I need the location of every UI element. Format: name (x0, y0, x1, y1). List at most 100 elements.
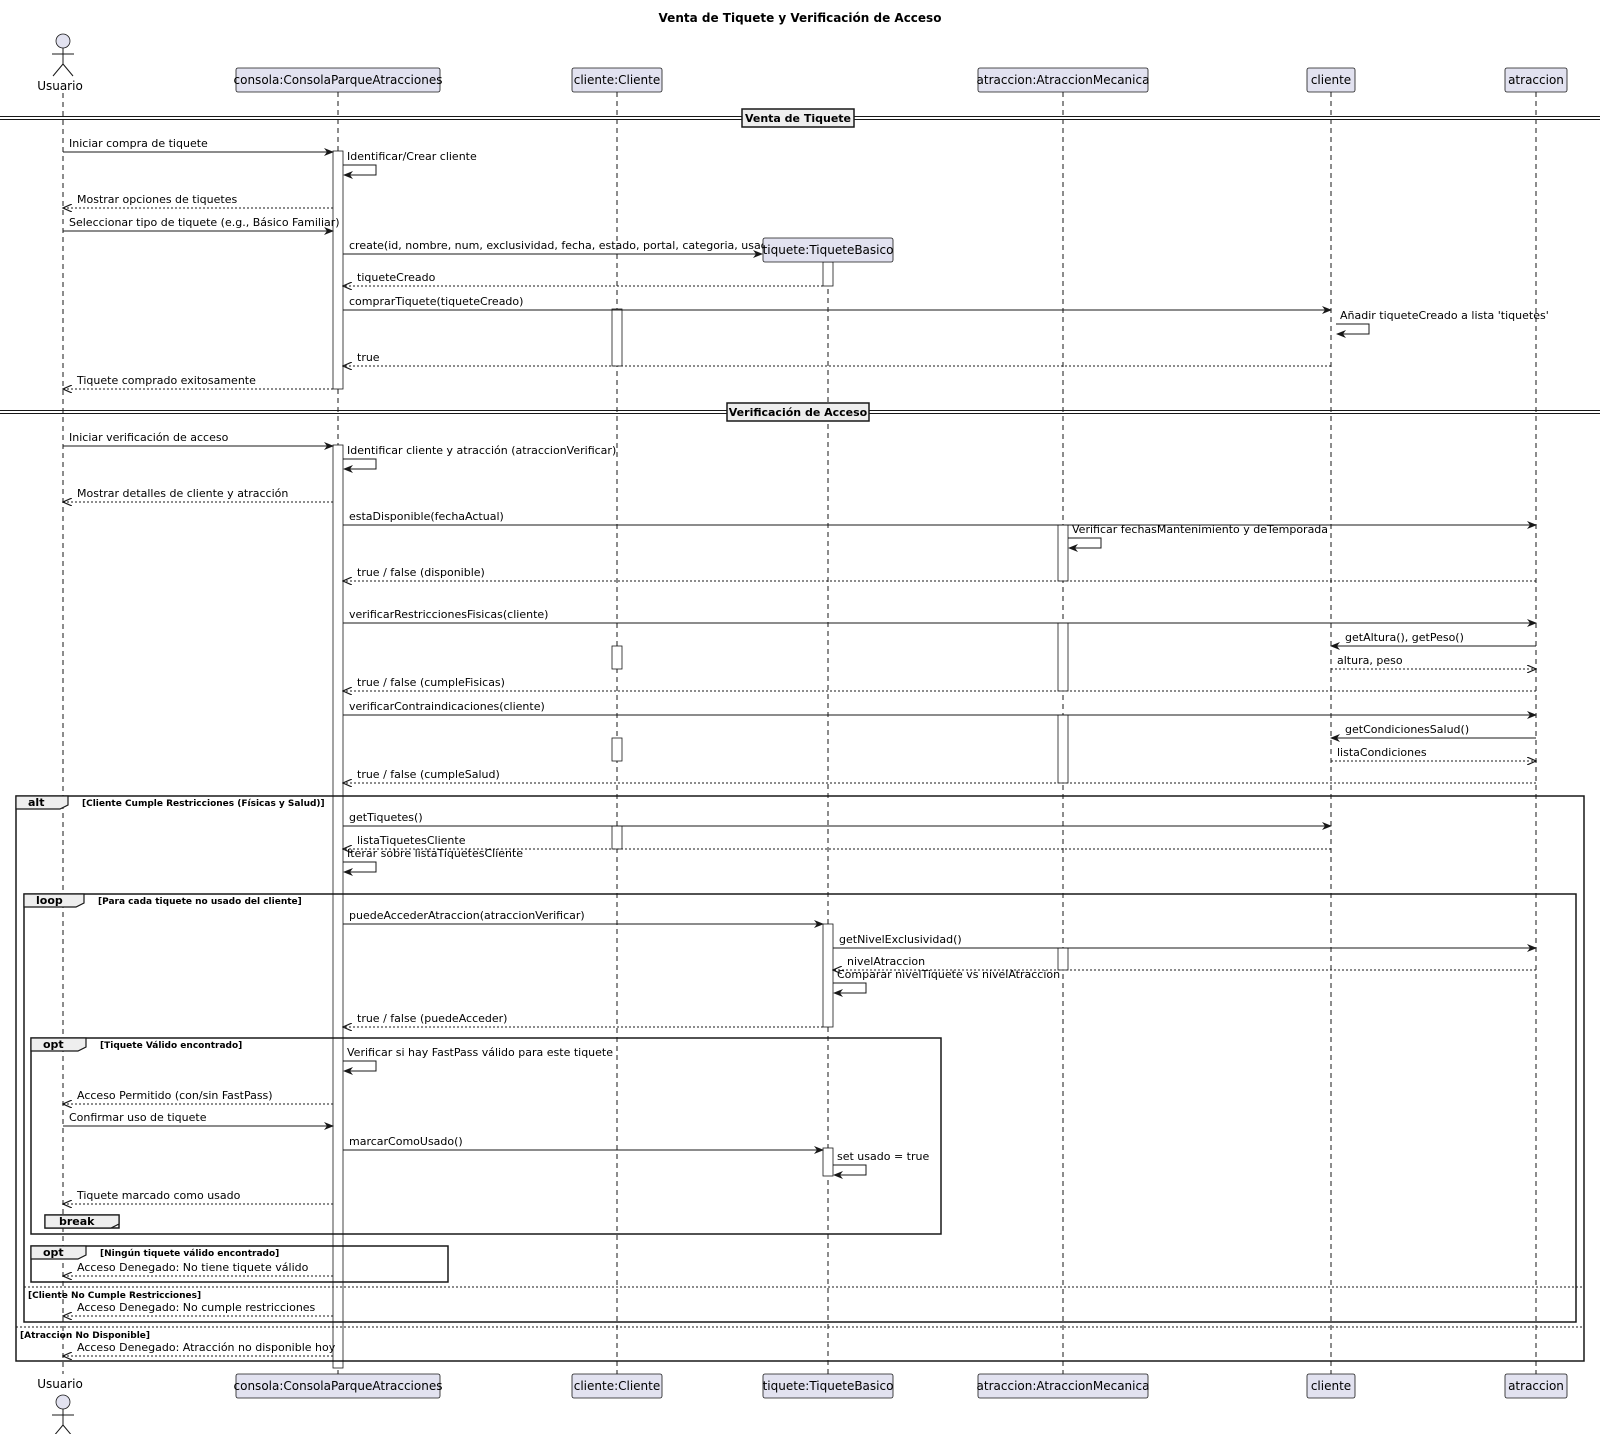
participant-label: atraccion (1508, 73, 1564, 87)
diagram-title: Venta de Tiquete y Verificación de Acces… (659, 11, 942, 25)
message: Confirmar uso de tiquete (63, 1111, 334, 1130)
participant-tiquete-top: tiquete:TiqueteBasico (763, 237, 894, 263)
activation-bar (611, 308, 623, 367)
participant-box (1504, 1373, 1568, 1399)
fragment-frame (23, 893, 1577, 1323)
participant-box (571, 1373, 663, 1399)
actor-leg-right (62, 1424, 72, 1434)
fragment-keyword: opt (43, 1246, 64, 1259)
participant-box (977, 1373, 1149, 1399)
fragment-guard: [Ningún tiquete válido encontrado] (100, 1249, 279, 1259)
activation-bar (611, 737, 623, 762)
message: Comparar nivelTiquete vs nivelAtraccion (833, 968, 1060, 997)
message: true / false (puedeAcceder) (343, 1012, 823, 1027)
message: puedeAccederAtraccion(atraccionVerificar… (343, 909, 824, 928)
message-label: true / false (puedeAcceder) (357, 1012, 507, 1025)
message-label: Iniciar compra de tiquete (69, 137, 208, 150)
message-arrow (833, 1164, 867, 1179)
participant-box (1306, 67, 1356, 93)
participant-box (762, 1373, 894, 1399)
participant-label: tiquete:TiqueteBasico (763, 243, 894, 257)
message-label: Acceso Denegado: No cumple restricciones (77, 1301, 316, 1314)
message-label: Comparar nivelTiquete vs nivelAtraccion (837, 968, 1060, 981)
message: set usado = true (833, 1150, 929, 1179)
actor-head (55, 1394, 71, 1410)
messages: Iniciar compra de tiqueteIdentificar/Cre… (63, 137, 1549, 1356)
participant-tiquete-bottom: tiquete:TiqueteBasico (762, 1373, 894, 1399)
message: getAltura(), getPeso() (1330, 631, 1536, 650)
message: listaTiquetesCliente (343, 834, 1331, 849)
fragment-else-guard: [Atraccion No Disponible] (20, 1331, 150, 1341)
participant-label: cliente:Cliente (574, 1379, 661, 1393)
message: verificarRestriccionesFisicas(cliente) (343, 608, 1537, 627)
section-divider: Venta de Tiquete (0, 108, 1600, 128)
message: Iterar sobre listaTiquetesCliente (343, 847, 523, 876)
fragment-frame (15, 795, 1585, 1362)
participant-box (1504, 67, 1568, 93)
message: getNivelExclusividad() (833, 933, 1537, 952)
message: getTiquetes() (343, 811, 1332, 830)
participant-box (235, 67, 441, 93)
message: comprarTiquete(tiqueteCreado) (343, 295, 1332, 314)
message-label: Confirmar uso de tiquete (69, 1111, 207, 1124)
message: Tiquete marcado como usado (63, 1189, 333, 1204)
participant-atraccionM-top: atraccion:AtraccionMecanica (977, 67, 1149, 93)
activation-bar (1057, 714, 1069, 784)
message: Acceso Denegado: No tiene tiquete válido (63, 1261, 333, 1276)
participant-cliente-bottom: cliente (1306, 1373, 1356, 1399)
message-label: Acceso Denegado: No tiene tiquete válido (77, 1261, 309, 1274)
message: nivelAtraccion (833, 955, 1536, 970)
participant-consola-bottom: consola:ConsolaParqueAtracciones (234, 1373, 442, 1399)
message-label: Tiquete comprado exitosamente (76, 374, 256, 387)
participants: UsuarioUsuarioconsola:ConsolaParqueAtrac… (37, 33, 1568, 1434)
activation-bar (1057, 947, 1069, 971)
participant-label: cliente (1311, 73, 1351, 87)
message-label: true / false (cumpleFisicas) (357, 676, 505, 689)
message-label: Identificar cliente y atracción (atracci… (347, 444, 616, 457)
lifelines (62, 92, 1537, 1374)
participant-label: cliente:Cliente (574, 73, 661, 87)
message: Acceso Denegado: Atracción no disponible… (63, 1341, 336, 1356)
activation-bar (822, 923, 834, 1028)
fragment-keyword: loop (36, 894, 63, 907)
fragment-tab (23, 893, 85, 908)
divider-label: Venta de Tiquete (745, 112, 851, 125)
message-arrow (343, 861, 377, 876)
message-label: getTiquetes() (349, 811, 423, 824)
message: verificarContraindicaciones(cliente) (343, 700, 1537, 719)
message: estaDisponible(fechaActual) (343, 510, 1537, 529)
message: Tiquete comprado exitosamente (63, 374, 333, 389)
activation-bar (332, 150, 344, 390)
activation-bar (1057, 524, 1069, 582)
fragment-keyword: break (59, 1215, 95, 1228)
participant-box (235, 1373, 441, 1399)
message: marcarComoUsado() (343, 1135, 824, 1154)
message-label: nivelAtraccion (847, 955, 925, 968)
actor-leg-left (54, 1424, 64, 1434)
actor-leg-left (52, 63, 64, 77)
message: tiqueteCreado (343, 271, 823, 286)
fragment-tab (44, 1214, 120, 1229)
activation-bar (611, 825, 623, 850)
message: Verificar si hay FastPass válido para es… (343, 1046, 613, 1075)
activation-bar (822, 1147, 834, 1177)
message: Acceso Permitido (con/sin FastPass) (63, 1089, 333, 1104)
message: Añadir tiqueteCreado a lista 'tiquetes' (1336, 309, 1549, 338)
actor-leg-right (62, 63, 74, 77)
message-arrow (343, 1060, 377, 1075)
message-arrow (343, 458, 377, 473)
message: true / false (cumpleFisicas) (343, 676, 1536, 691)
message-label: verificarContraindicaciones(cliente) (349, 700, 545, 713)
activation-bar (611, 645, 623, 670)
fragment-frame (30, 1245, 449, 1283)
message: Acceso Denegado: No cumple restricciones (63, 1301, 333, 1316)
message-label: Añadir tiqueteCreado a lista 'tiquetes' (1340, 309, 1549, 322)
message-label: Verificar fechasMantenimiento y deTempor… (1072, 523, 1328, 536)
fragment-opt: opt[Tiquete Válido encontrado] (30, 1037, 942, 1235)
participant-label: tiquete:TiqueteBasico (763, 1379, 894, 1393)
message: Iniciar compra de tiquete (63, 137, 334, 156)
actor-usuario-bottom: Usuario (37, 1377, 83, 1434)
participant-label: atraccion (1508, 1379, 1564, 1393)
